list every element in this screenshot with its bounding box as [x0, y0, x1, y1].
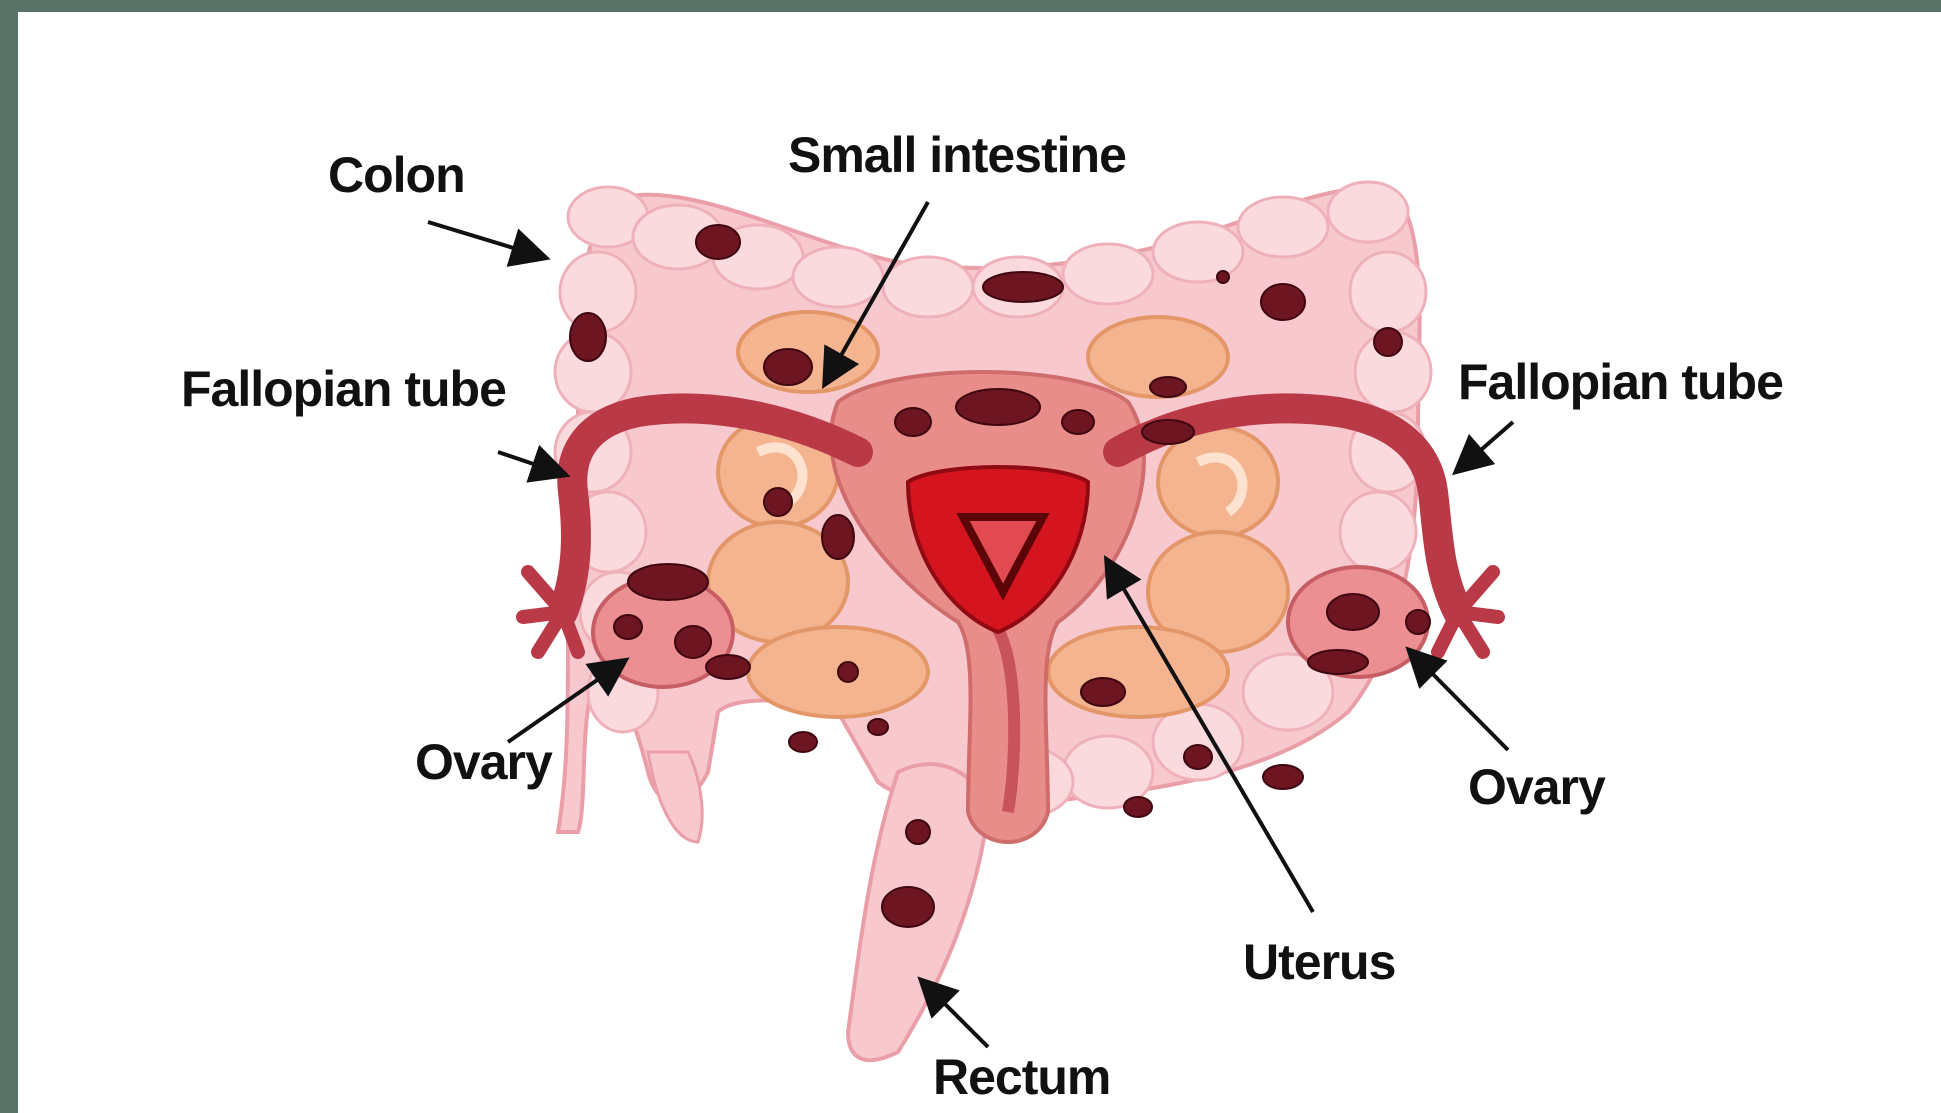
diagram-panel: Colon Small intestine Fallopian tube Fal…: [18, 12, 1941, 1113]
arrow-colon: [428, 222, 543, 257]
label-ovary-left: Ovary: [415, 737, 552, 787]
label-fallopian-tube-left: Fallopian tube: [181, 364, 506, 414]
label-uterus: Uterus: [1243, 937, 1395, 987]
label-ovary-right: Ovary: [1468, 762, 1605, 812]
arrow-fallopian-tube-right: [1458, 422, 1513, 470]
label-small-intestine: Small intestine: [788, 130, 1126, 180]
arrow-fallopian-tube-left: [498, 452, 563, 474]
arrow-ovary-right: [1411, 652, 1508, 750]
arrow-rectum: [923, 982, 988, 1047]
label-fallopian-tube-right: Fallopian tube: [1458, 357, 1783, 407]
label-colon: Colon: [328, 150, 465, 200]
label-rectum: Rectum: [933, 1052, 1110, 1102]
